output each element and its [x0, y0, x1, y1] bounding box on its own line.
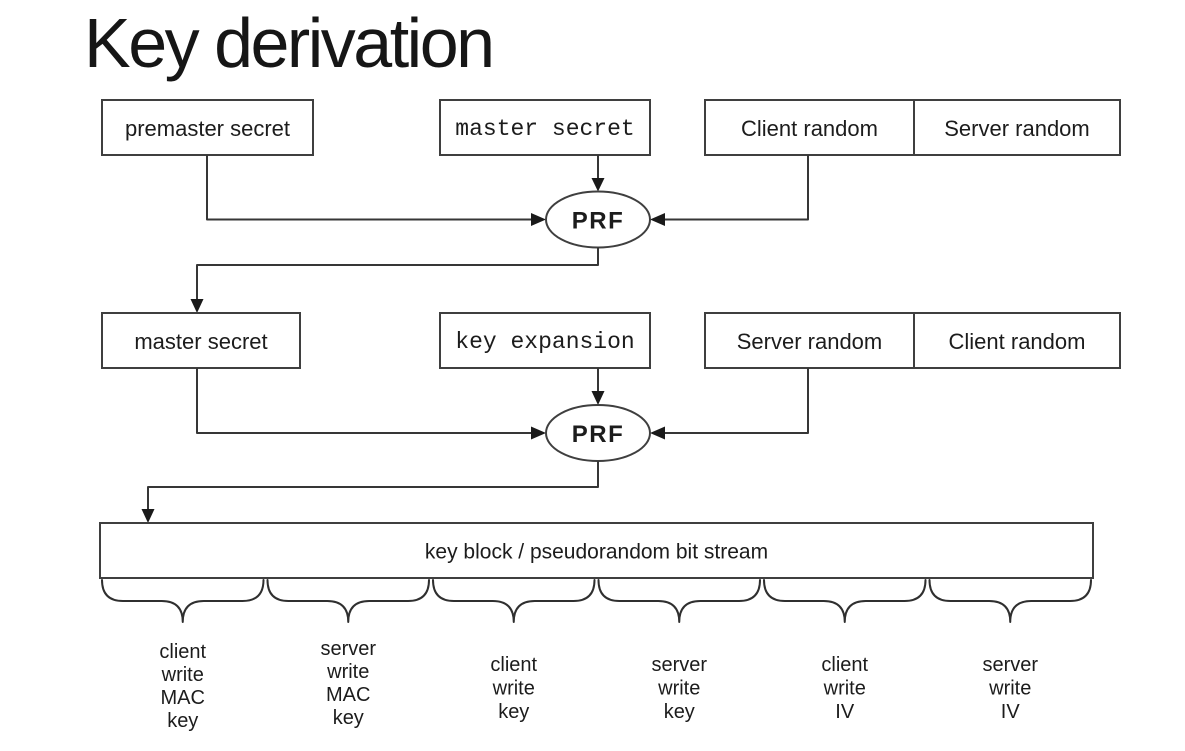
- output-line: write: [492, 678, 535, 700]
- random2-to-prf2-wire: [665, 368, 809, 434]
- arrowhead-down-prf1: [591, 178, 605, 192]
- brace-client-write-key: [432, 579, 596, 623]
- client-random2-label: Client random: [949, 329, 1086, 354]
- brace-server-write-key: [597, 579, 761, 623]
- output-line: server: [982, 654, 1038, 676]
- brace-server-write-mac-key: [266, 579, 430, 623]
- output-label-client-write-key: client write key: [490, 654, 537, 723]
- prf2-output-wire: [147, 461, 599, 510]
- output-line: write: [823, 678, 866, 700]
- output-line: MAC: [161, 687, 205, 709]
- output-label-client-write-mac-key: client write MAC key: [159, 641, 206, 732]
- output-line: MAC: [326, 684, 370, 706]
- arrowhead-down-prf2: [591, 391, 605, 405]
- output-line: client: [490, 654, 537, 676]
- server-random-label: Server random: [944, 116, 1090, 141]
- output-line: key: [664, 701, 695, 723]
- master-secret-label: master secret: [134, 329, 267, 354]
- prf1-output-wire: [196, 247, 599, 300]
- prf2-label: PRF: [572, 421, 625, 448]
- output-line: server: [651, 654, 707, 676]
- output-line: IV: [835, 701, 855, 723]
- arrowhead-left-prf2: [650, 426, 665, 440]
- key-block-label: key block / pseudorandom bit stream: [425, 541, 768, 564]
- arrowhead-down-master2: [190, 299, 204, 313]
- master-secret-literal-label: master secret: [455, 116, 634, 142]
- output-line: server: [320, 638, 376, 660]
- output-line: client: [821, 654, 868, 676]
- client-server-random-box: [704, 99, 1121, 156]
- output-label-server-write-key: server write key: [651, 654, 707, 723]
- random-to-prf1-wire: [665, 155, 809, 221]
- master-secret-literal-box: [439, 99, 651, 156]
- output-line: write: [161, 664, 204, 686]
- key-block-box: [99, 522, 1094, 579]
- arrowhead-right-prf1: [531, 213, 546, 226]
- premaster-secret-label: premaster secret: [125, 116, 290, 141]
- arrowhead-left-prf1: [650, 213, 665, 226]
- output-line: client: [159, 641, 206, 663]
- brace-client-write-iv: [763, 579, 927, 623]
- key-expansion-box: [439, 312, 651, 369]
- arrowhead-down-keyblock: [141, 509, 155, 523]
- server-client-random-box: [704, 312, 1121, 369]
- arrowhead-right-prf2: [531, 426, 546, 440]
- output-line: key: [498, 701, 529, 723]
- master2-to-prf2-wire: [196, 368, 531, 434]
- brace-client-write-mac-key: [101, 579, 265, 623]
- master-secret-box: [101, 312, 301, 369]
- premaster-to-prf1-wire: [206, 155, 531, 221]
- output-line: write: [657, 678, 700, 700]
- output-label-server-write-mac-key: server write MAC key: [320, 638, 376, 729]
- premaster-secret-box: [101, 99, 314, 156]
- client-random-label: Client random: [741, 116, 878, 141]
- output-line: key: [333, 707, 364, 729]
- output-line: write: [326, 661, 369, 683]
- prf1-label: PRF: [572, 208, 625, 235]
- key-expansion-label: key expansion: [455, 329, 634, 355]
- output-label-client-write-iv: client write IV: [821, 654, 868, 723]
- output-line: IV: [1001, 701, 1021, 723]
- server-random2-label: Server random: [737, 329, 883, 354]
- output-line: key: [167, 710, 198, 732]
- brace-server-write-iv: [928, 579, 1092, 623]
- output-label-server-write-iv: server write IV: [982, 654, 1038, 723]
- page-title: Key derivation: [84, 4, 495, 82]
- output-line: write: [988, 678, 1031, 700]
